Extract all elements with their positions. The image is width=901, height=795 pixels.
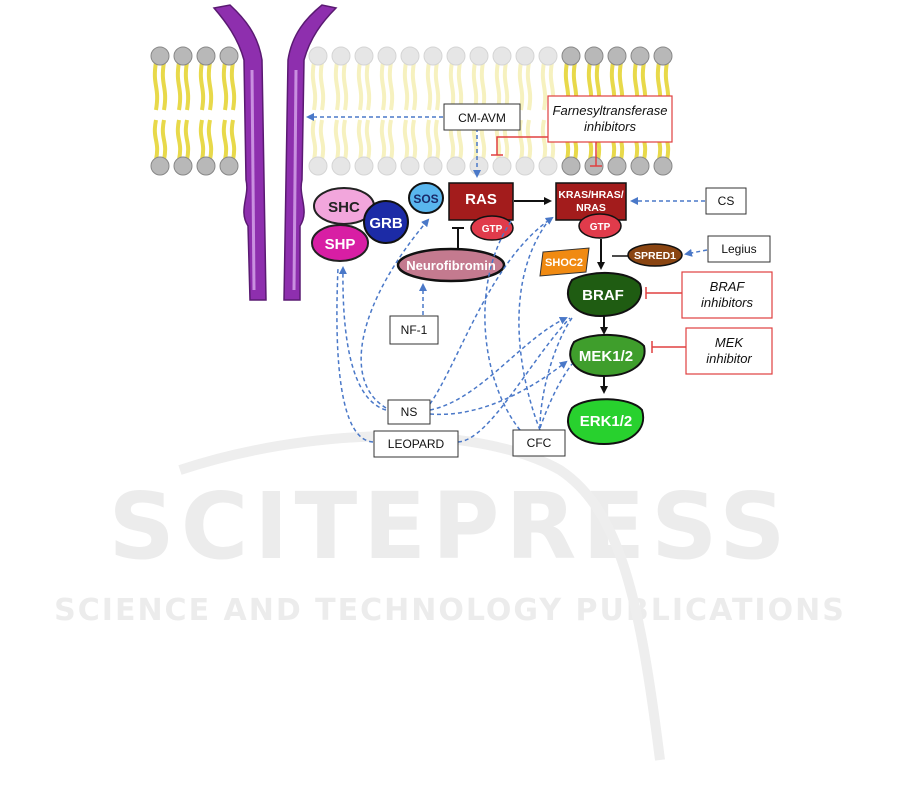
ras-gtp-label: GTP [482,224,503,235]
grb-label: GRB [369,215,403,232]
legius-label: Legius [721,242,756,256]
leopard-label: LEOPARD [388,437,445,451]
leopard-to-braf-arrow [458,318,570,442]
cfc-label: CFC [527,436,552,450]
legius-to-spred1-arrow [686,250,707,254]
neurofibromin-label: Neurofibromin [406,258,496,273]
ns-to-braf-arrow [430,318,566,410]
spred1-label: SPRED1 [634,250,676,262]
shp-label: SHP [325,236,356,253]
shc-label: SHC [328,199,360,216]
ns-to-shp-arrow [343,268,386,410]
watermark-title: SCITEPRESS [108,473,791,580]
lipid [332,47,350,175]
sos-label: SOS [413,192,438,206]
lipid [355,47,373,175]
nf1-label: NF-1 [401,323,428,337]
lipid [197,47,215,175]
lipid [401,47,419,175]
erk-label: ERK1/2 [580,413,633,430]
shoc2-label: SHOC2 [545,257,583,269]
lipid [174,47,192,175]
ras-label: RAS [465,191,497,208]
lipid [309,47,327,175]
braf-label: BRAF [582,287,624,304]
lipid [220,47,238,175]
cm-avm-label: CM-AVM [458,111,506,125]
lipid [424,47,442,175]
ns-label: NS [401,405,418,419]
kras-gtp-label: GTP [590,222,611,233]
leopard-to-shp-arrow [337,268,373,442]
mek-label: MEK1/2 [579,348,633,365]
ns-to-sos-arrow [361,220,428,408]
lipid [378,47,396,175]
cfc-to-kras-arrow [519,216,552,430]
lipid [151,47,169,175]
cs-label: CS [718,194,735,208]
watermark-subtitle: SCIENCE AND TECHNOLOGY PUBLICATIONS [54,593,846,628]
cfc-to-ras-arrow [485,220,520,430]
